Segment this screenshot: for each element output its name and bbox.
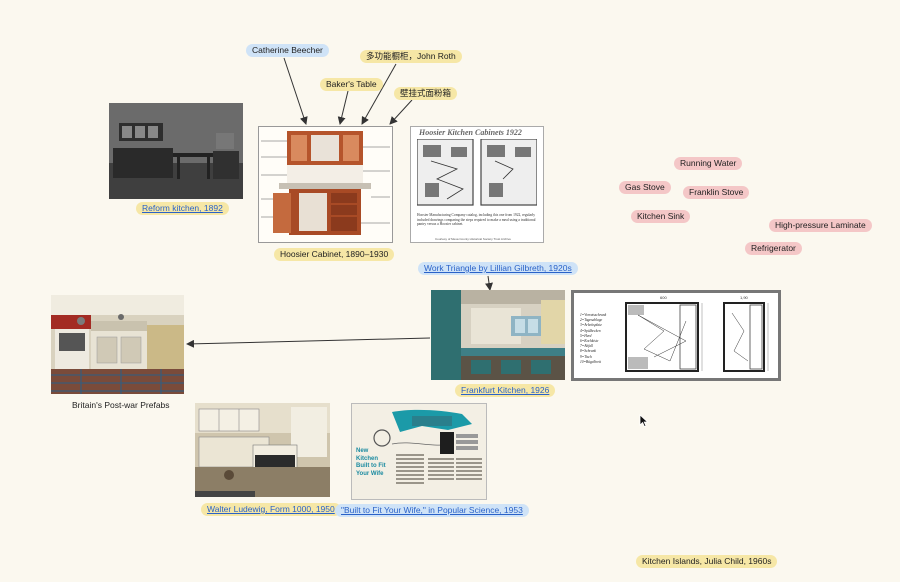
- tag-britain-prefabs[interactable]: Britain's Post-war Prefabs: [72, 400, 170, 410]
- hoosier-ad-caption: Hoosier Manufacturing Company catalog, i…: [417, 213, 536, 227]
- hoosier-ad-scan[interactable]: Hoosier Kitchen Cabinets 1922 Hoosier Ma…: [410, 126, 544, 243]
- hoosier-cabinet-illustration[interactable]: [258, 126, 393, 243]
- mouse-cursor-icon: [639, 414, 649, 428]
- frankfurt-kitchen-link[interactable]: Frankfurt Kitchen, 1926: [461, 385, 550, 395]
- tag-built-to-fit-your-wife[interactable]: "Built to Fit Your Wife," in Popular Sci…: [335, 504, 529, 517]
- tag-john-roth[interactable]: 多功能橱柜，John Roth: [360, 50, 462, 63]
- arrow-beecher-to-hoosier[interactable]: [283, 57, 308, 125]
- tag-walter-ludewig[interactable]: Walter Ludewig, Form 1000, 1950: [201, 503, 341, 516]
- tag-refrigerator[interactable]: Refrigerator: [745, 242, 802, 255]
- plan-dimension-left: 600: [660, 295, 667, 300]
- tag-high-pressure-laminate[interactable]: High-pressure Laminate: [769, 219, 872, 232]
- tag-frankfurt-kitchen[interactable]: Frankfurt Kitchen, 1926: [455, 384, 556, 397]
- tag-reform-kitchen[interactable]: Reform kitchen, 1892: [136, 202, 229, 215]
- hoosier-ad-title: Hoosier Kitchen Cabinets 1922: [419, 128, 522, 137]
- frankfurt-kitchen-photo[interactable]: [431, 290, 565, 380]
- britain-prefab-kitchen-photo[interactable]: [51, 295, 184, 394]
- popular-science-spread[interactable]: New Kitchen Built to Fit Your Wife: [351, 403, 487, 500]
- reform-kitchen-photo[interactable]: [109, 103, 243, 199]
- tag-running-water[interactable]: Running Water: [674, 157, 743, 170]
- reform-kitchen-link[interactable]: Reform kitchen, 1892: [142, 203, 223, 213]
- hoosier-ad-credit: Courtesy of Mesa County Historical Socie…: [435, 237, 511, 241]
- tag-hoosier-cabinet[interactable]: Hoosier Cabinet, 1890–1930: [274, 248, 395, 261]
- arrow-triangle-to-frankfurt[interactable]: [485, 275, 493, 291]
- tag-gas-stove[interactable]: Gas Stove: [619, 181, 671, 194]
- walter-ludewig-link[interactable]: Walter Ludewig, Form 1000, 1950: [207, 504, 335, 514]
- tag-franklin-stove[interactable]: Franklin Stove: [683, 186, 750, 199]
- tag-kitchen-islands[interactable]: Kitchen Islands, Julia Child, 1960s: [636, 555, 778, 568]
- popsci-headline: New Kitchen Built to Fit Your Wife: [356, 448, 386, 477]
- tag-flour-bin[interactable]: 壁挂式面粉箱: [394, 87, 458, 100]
- arrow-flour-bin-to-hoosier[interactable]: [389, 99, 413, 125]
- walter-ludewig-kitchen-photo[interactable]: [195, 403, 330, 497]
- tag-bakers-table[interactable]: Baker's Table: [320, 78, 383, 91]
- built-to-fit-link[interactable]: "Built to Fit Your Wife," in Popular Sci…: [341, 505, 523, 515]
- frankfurt-floor-plan[interactable]: 1=Vorratsschrank 2=Tagesablage 3=Arbeits…: [571, 290, 781, 381]
- tag-kitchen-sink[interactable]: Kitchen Sink: [631, 210, 691, 223]
- work-triangle-link[interactable]: Work Triangle by Lillian Gilbreth, 1920s: [424, 263, 572, 273]
- arrow-roth-to-hoosier[interactable]: [361, 63, 397, 125]
- arrow-frankfurt-to-prefabs[interactable]: [186, 337, 431, 348]
- plan-legend: 1=Vorratsschrank 2=Tagesablage 3=Arbeits…: [580, 313, 607, 364]
- arrow-bakers-table-to-hoosier[interactable]: [337, 90, 349, 125]
- plan-dimension-right: 1,90: [740, 295, 748, 300]
- tag-work-triangle[interactable]: Work Triangle by Lillian Gilbreth, 1920s: [418, 262, 578, 275]
- tag-catherine-beecher[interactable]: Catherine Beecher: [246, 44, 329, 57]
